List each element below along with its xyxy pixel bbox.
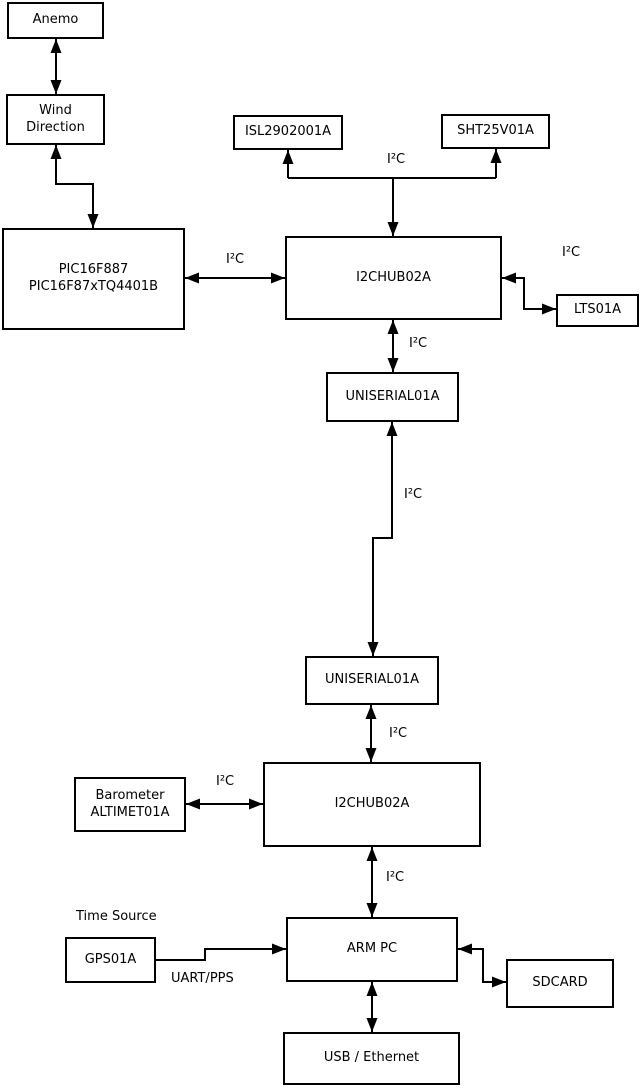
node-arm-pc: ARM PC xyxy=(286,917,458,982)
node-sht25v01a-label: SHT25V01A xyxy=(457,123,534,139)
edge-hub1-lts xyxy=(502,272,556,315)
label-i2c-hub1-lts: I²C xyxy=(562,245,581,260)
edge-armpc-sdcard xyxy=(458,943,506,988)
node-sdcard-label: SDCARD xyxy=(532,975,588,991)
node-usb-ethernet: USB / Ethernet xyxy=(283,1032,460,1085)
label-i2c-hub2-armpc: I²C xyxy=(386,870,405,885)
node-uniserial01a-2-label: UNISERIAL01A xyxy=(325,672,419,688)
node-anemo-label: Anemo xyxy=(32,12,79,28)
node-arm-pc-label: ARM PC xyxy=(346,941,398,957)
label-i2c-hub1-uniserial1: I²C xyxy=(409,336,428,351)
node-i2chub02a-2: I2CHUB02A xyxy=(263,762,481,847)
node-i2chub02a-2-label: I2CHUB02A xyxy=(334,796,410,812)
node-gps01a: GPS01A xyxy=(65,937,156,983)
node-uniserial01a-2: UNISERIAL01A xyxy=(305,656,439,705)
label-i2c-barometer-hub2: I²C xyxy=(216,774,235,789)
node-wind-direction-label: Wind Direction xyxy=(26,102,85,135)
node-i2chub02a-1-label: I2CHUB02A xyxy=(356,269,431,285)
node-isl2902001a: ISL2902001A xyxy=(233,115,343,150)
label-uart-pps: UART/PPS xyxy=(171,971,234,986)
node-barometer-altimet01a-label: Barometer ALTIMET01A xyxy=(90,787,170,820)
node-sht25v01a: SHT25V01A xyxy=(441,114,550,149)
edge-gps-armpc xyxy=(156,943,286,961)
node-sdcard: SDCARD xyxy=(506,959,614,1008)
edge-uniserial1-uniserial2 xyxy=(367,422,398,656)
node-uniserial01a-1: UNISERIAL01A xyxy=(326,372,459,422)
node-pic16f887-label: PIC16F887 PIC16F87xTQ4401B xyxy=(28,262,159,294)
node-i2chub02a-1: I2CHUB02A xyxy=(285,236,502,320)
node-uniserial01a-1-label: UNISERIAL01A xyxy=(345,388,440,404)
label-i2c-pic-hub1: I²C xyxy=(226,252,245,267)
node-usb-ethernet-label: USB / Ethernet xyxy=(323,1050,420,1066)
node-lts01a: LTS01A xyxy=(556,294,639,327)
label-i2c-uniserial1-uniserial2: I²C xyxy=(404,487,423,502)
node-anemo: Anemo xyxy=(7,2,104,39)
node-gps01a-label: GPS01A xyxy=(84,951,137,967)
node-pic16f887: PIC16F887 PIC16F87xTQ4401B xyxy=(2,228,185,330)
edge-winddirection-pic xyxy=(50,145,99,228)
node-barometer-altimet01a: Barometer ALTIMET01A xyxy=(74,777,186,832)
node-wind-direction: Wind Direction xyxy=(6,94,105,145)
label-time-source: Time Source xyxy=(76,909,157,924)
node-lts01a-label: LTS01A xyxy=(573,302,622,318)
label-i2c-sensor-bus: I²C xyxy=(387,152,406,167)
label-i2c-uniserial2-hub2: I²C xyxy=(389,726,408,741)
node-isl2902001a-label: ISL2902001A xyxy=(244,124,332,140)
